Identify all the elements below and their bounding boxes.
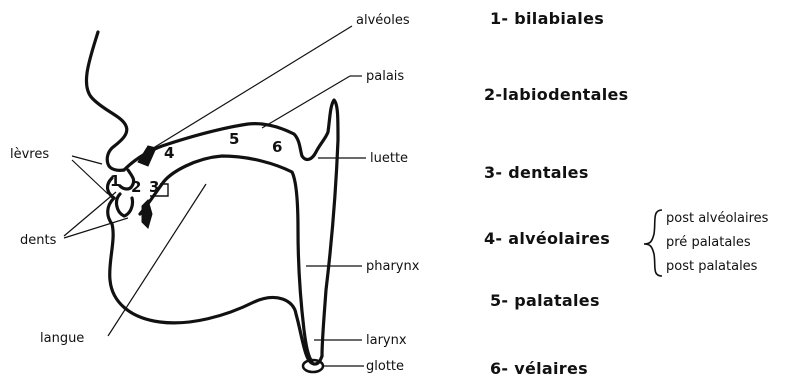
leader-langue: [108, 184, 206, 336]
label-langue: langue: [40, 331, 84, 346]
subtype-2: pré palatales: [666, 235, 751, 250]
subtype-3: post palatales: [666, 259, 758, 274]
category-legend: 1- bilabiales 2-labiodentales 3- dentale…: [484, 9, 769, 378]
category-6: 6- vélaires: [490, 359, 588, 378]
subtype-1: post alvéolaires: [666, 211, 769, 226]
place-number-2: 2: [131, 178, 141, 196]
category-5: 5- palatales: [490, 291, 600, 310]
place-number-5: 5: [229, 130, 239, 148]
lower-teeth: [117, 194, 133, 216]
category-4: 4- alvéolaires: [484, 229, 610, 248]
place-number-6: 6: [272, 138, 282, 156]
subtype-brace: [644, 210, 662, 276]
vocal-tract-drawing: [86, 32, 338, 372]
place-number-4: 4: [164, 144, 174, 162]
leader-levres-1: [72, 156, 102, 164]
place-number-3: 3: [149, 178, 159, 196]
label-dents: dents: [20, 233, 57, 248]
chin-throat-profile: [108, 178, 322, 364]
label-alveoles: alvéoles: [356, 13, 410, 28]
leader-alveoles: [150, 26, 352, 150]
label-levres: lèvres: [10, 147, 49, 162]
label-luette: luette: [370, 151, 408, 166]
label-pharynx: pharynx: [366, 259, 420, 274]
tongue-surface: [140, 156, 312, 362]
label-palais: palais: [366, 69, 404, 84]
anatomy-labels: alvéoles palais lèvres luette dents phar…: [10, 13, 420, 374]
label-glotte: glotte: [366, 359, 404, 374]
category-1: 1- bilabiales: [490, 9, 604, 28]
label-larynx: larynx: [366, 333, 407, 348]
leader-levres-2: [72, 160, 108, 194]
lower-incisor-fill: [142, 200, 152, 228]
face-profile: [86, 32, 126, 170]
category-3: 3- dentales: [484, 163, 589, 182]
place-number-1: 1: [110, 172, 120, 190]
category-2: 2-labiodentales: [484, 85, 628, 104]
